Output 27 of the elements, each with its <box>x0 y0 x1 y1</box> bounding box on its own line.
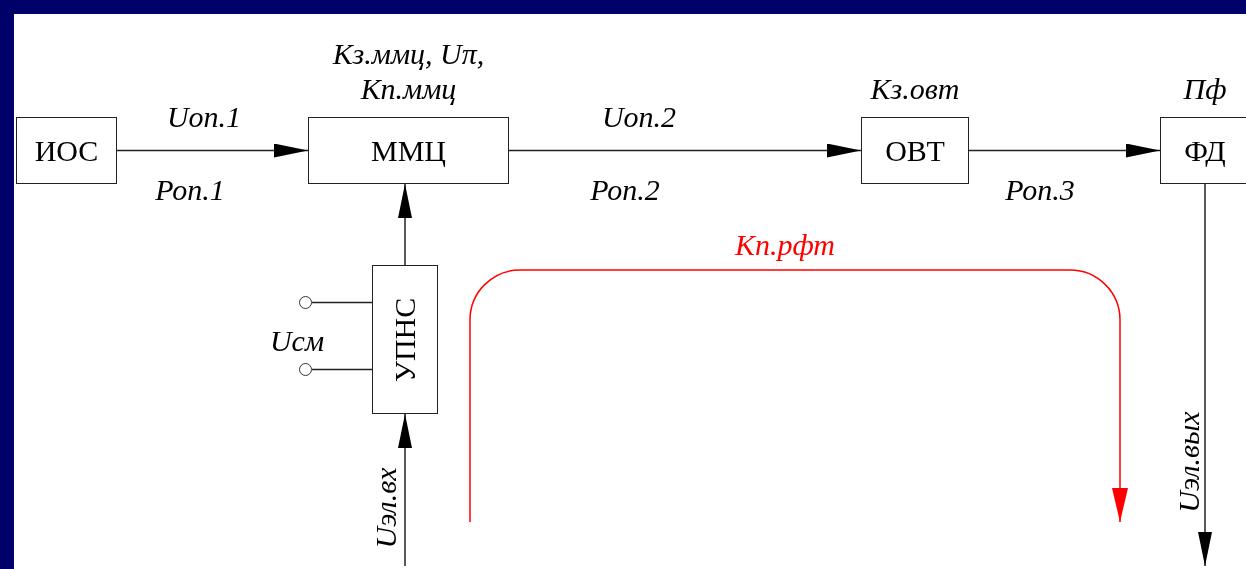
parameter-label: Кз.ммц, Uπ, Кп.ммц <box>331 37 486 106</box>
signal-label: Uсм <box>269 324 325 358</box>
block-label: ММЦ <box>371 133 446 168</box>
edge-label: Uэл.вых <box>1172 411 1206 513</box>
block-label: ОВТ <box>885 133 945 168</box>
block-label: ФД <box>1184 133 1226 168</box>
arrow <box>1198 183 1212 567</box>
arrow <box>116 143 309 158</box>
signal-label: Кп.рфт <box>735 228 835 262</box>
terminal-circle <box>299 296 312 309</box>
block-box <box>16 117 117 184</box>
arrow <box>398 413 412 567</box>
signal-label: Роп.2 <box>590 173 660 207</box>
block-box <box>372 265 438 414</box>
arrow <box>398 183 412 266</box>
arrow <box>508 143 862 158</box>
block-label: УПНС <box>388 297 422 382</box>
arrow <box>968 143 1161 158</box>
terminal-circle <box>299 363 312 376</box>
edge-label: Uоп.2 <box>601 100 677 134</box>
block-label: ИОС <box>34 133 99 168</box>
parameter-label: Пф <box>1182 71 1228 106</box>
edge-label: Uэл.вх <box>369 467 403 549</box>
parameter-label: Кз.овт <box>869 71 961 106</box>
edge-label: Uоп.1 <box>166 100 242 134</box>
signal-label: Роп.1 <box>155 173 225 207</box>
signal-label: Роп.3 <box>1005 173 1075 207</box>
